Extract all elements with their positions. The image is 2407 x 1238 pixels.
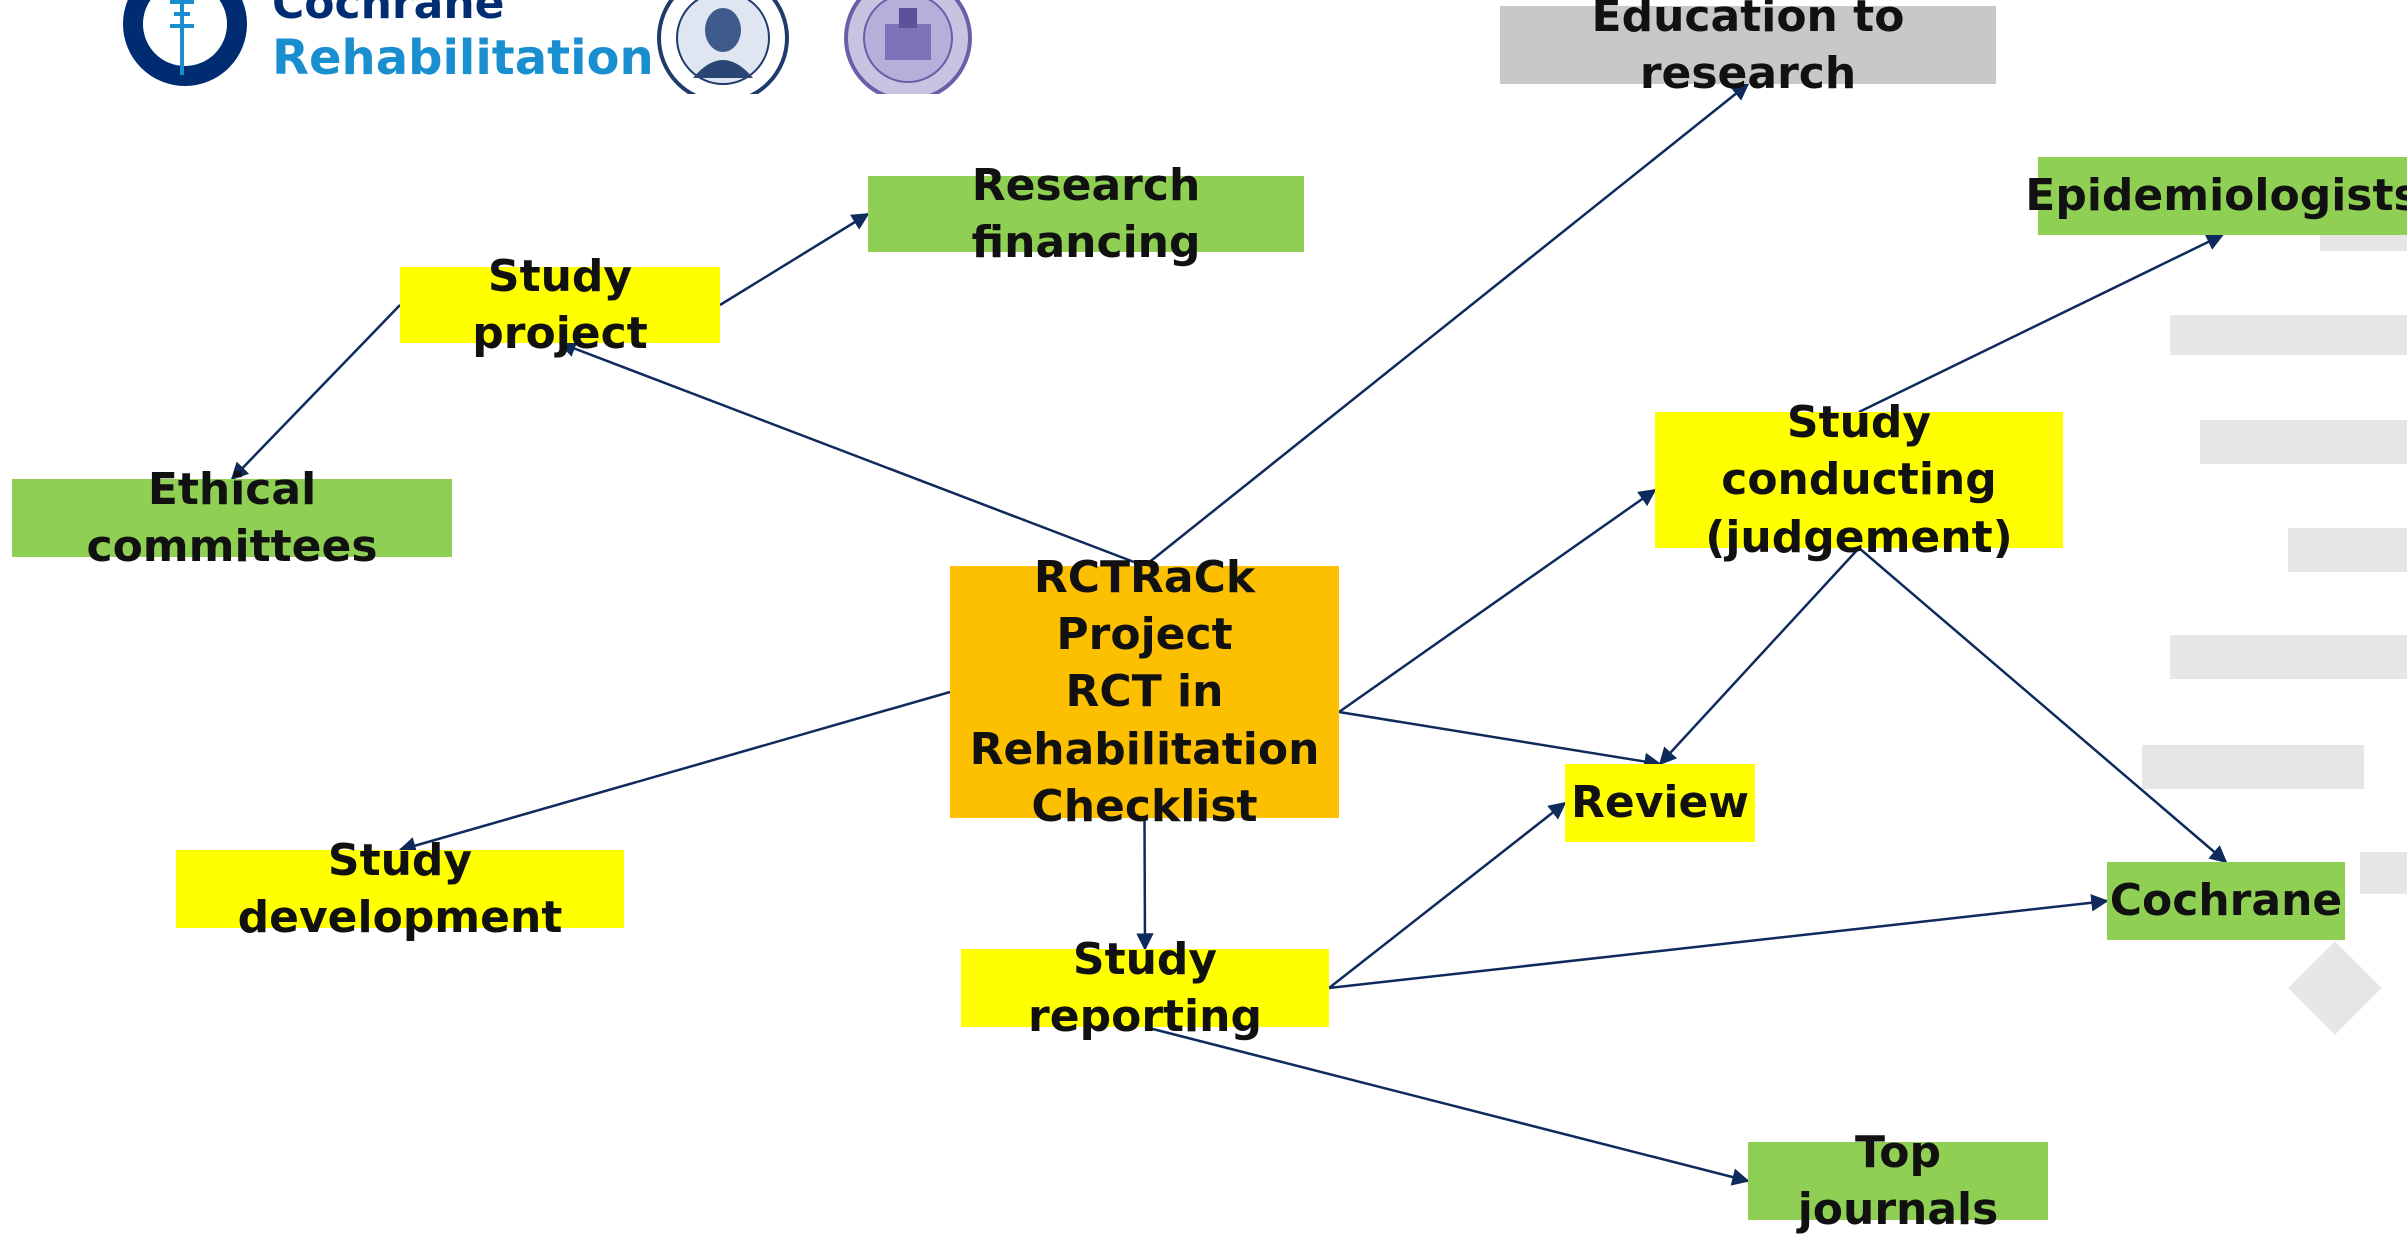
decor-bar-7 [2360,852,2407,894]
node-education-to-research: Education to research [1500,0,1996,99]
arrow-conducting-to-epi [1858,233,2225,414]
decor-bar-3 [2200,420,2407,464]
arrow-center-to-conducting [1338,488,1657,714]
decor-bar-2 [2170,315,2407,355]
arrow-center-to-review [1338,710,1662,771]
node-ethical-committees: Ethical committees [12,464,452,572]
arrow-reporting-to-journals [1144,1025,1750,1186]
node-research-financing: Research financing [868,160,1304,268]
cochrane-logo-icon [123,0,247,86]
decor-bar-6 [2142,745,2364,789]
foundation-seal-icon [657,0,789,94]
arrow-project-to-financing [719,212,870,307]
university-seal-icon [844,0,972,94]
node-cochrane: Cochrane [2107,862,2345,940]
node-review: Review [1565,764,1755,842]
node-study-reporting: Study reporting [961,934,1329,1042]
arrow-center-to-development [398,690,951,855]
arrow-reporting-to-review [1328,801,1567,989]
node-top-journals: Top journals [1748,1127,2048,1235]
cochrane-logo-line2: Rehabilitation [272,30,654,86]
node-study-development: Study development [176,835,624,943]
arrow-conducting-to-cochrane [1858,547,2228,864]
arrow-reporting-to-cochrane [1328,894,2109,990]
node-study-conducting: Study conducting (judgement) [1655,397,2063,563]
node-rctrack-project: RCTRaCk Project RCT in Rehabilitation Ch… [950,552,1339,832]
node-study-project: Study project [400,251,720,359]
arrow-center-to-education [1143,82,1750,567]
node-epidemiologists: Epidemiologists [2025,157,2407,235]
cochrane-logo-line1: Cochrane [272,0,505,29]
arrow-center-to-project [558,340,1145,568]
decor-bar-4 [2288,528,2407,572]
arrow-conducting-to-review [1658,547,1860,766]
arrow-center-to-reporting [1136,817,1154,951]
decor-bar-5 [2170,635,2407,679]
arrow-project-to-ethical [230,304,401,481]
